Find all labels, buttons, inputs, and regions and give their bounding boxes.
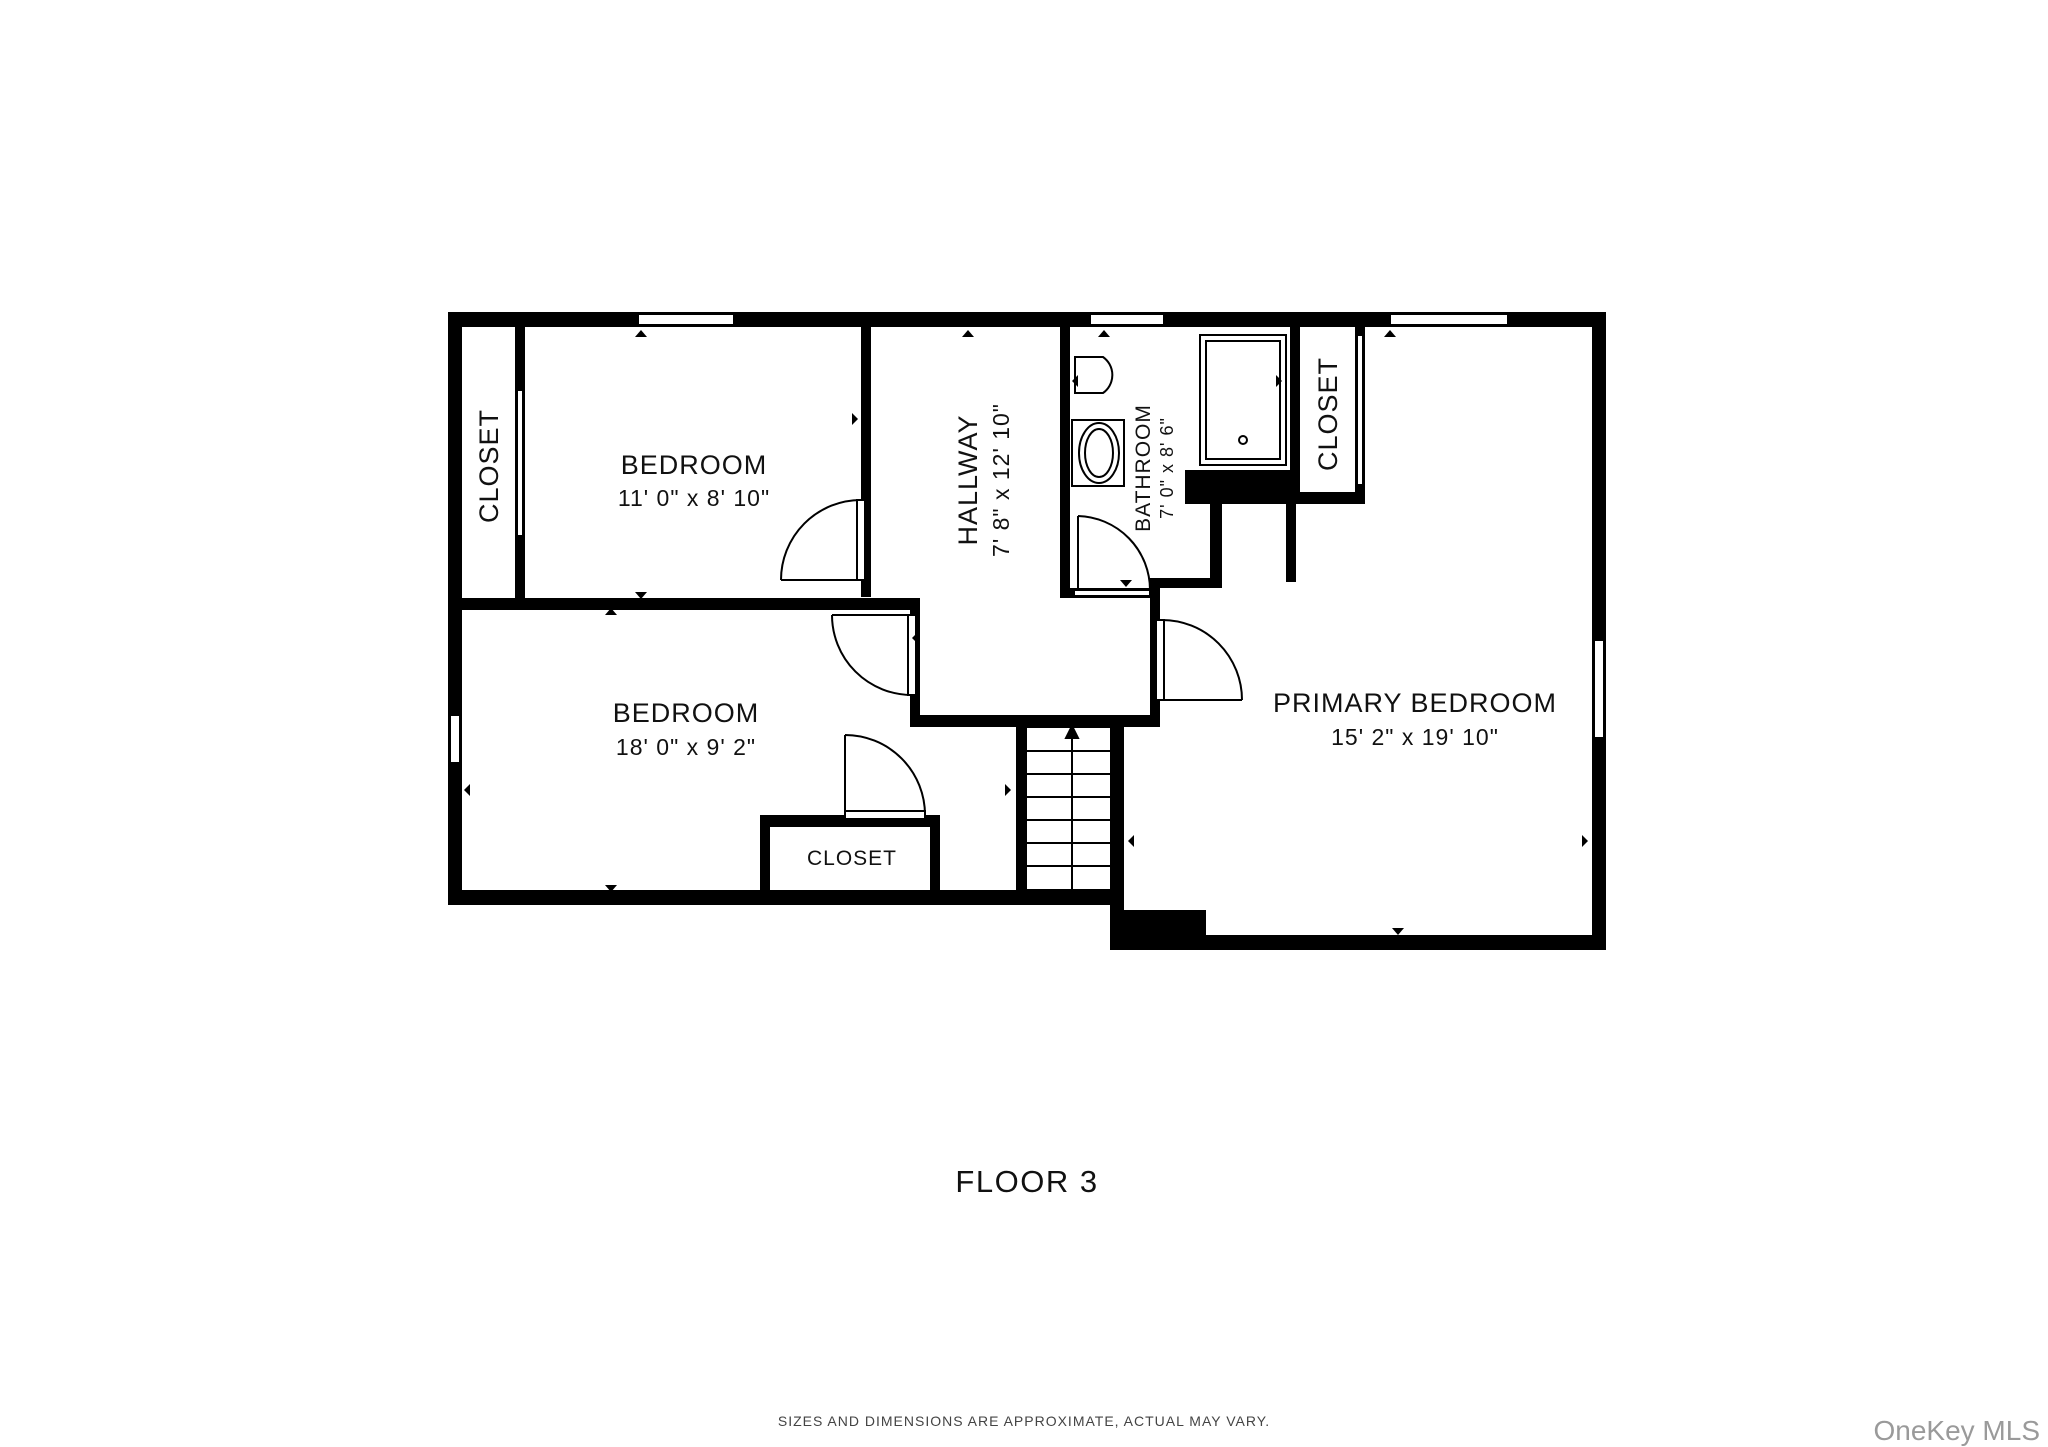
room-name-closet-left: CLOSET xyxy=(474,409,504,523)
door-swing xyxy=(831,614,913,696)
window xyxy=(449,714,461,764)
closet-slider xyxy=(1356,334,1364,486)
window xyxy=(1089,313,1165,326)
room-dims-hallway: 7' 8" x 12' 10" xyxy=(988,403,1014,557)
room-name-hallway: HALLWAY xyxy=(953,414,983,545)
fixtures xyxy=(1071,334,1287,487)
sink-icon xyxy=(1078,422,1120,484)
watermark-logo: OneKey MLS xyxy=(1873,1415,2040,1446)
room-name-closet-bottom: CLOSET xyxy=(807,847,897,870)
room-name-bathroom: BATHROOM xyxy=(1132,404,1155,532)
disclaimer-footnote: SIZES AND DIMENSIONS ARE APPROXIMATE, AC… xyxy=(778,1413,1270,1429)
door-swing xyxy=(844,734,926,816)
shower-icon xyxy=(1199,334,1287,466)
room-dims-bedroom-bottom: 18' 0" x 9' 2" xyxy=(616,734,756,760)
stairs xyxy=(1025,723,1119,891)
closet-slider xyxy=(516,389,524,537)
room-dims-primary-bedroom: 15' 2" x 19' 10" xyxy=(1331,724,1499,750)
door-swing xyxy=(1077,515,1151,591)
room-dims-bedroom-top: 11' 0" x 8' 10" xyxy=(618,485,770,511)
room-name-primary-bedroom: PRIMARY BEDROOM xyxy=(1273,688,1557,718)
room-name-bedroom-top: BEDROOM xyxy=(621,450,768,480)
room-name-bedroom-bottom: BEDROOM xyxy=(613,698,760,728)
room-labels: CLOSET BEDROOM 11' 0" x 8' 10" HALLWAY 7… xyxy=(474,357,1557,870)
window xyxy=(637,313,735,326)
door-swing xyxy=(780,499,862,581)
dimension-ticks xyxy=(464,330,1588,935)
room-dims-bathroom: 7' 0" x 8' 6" xyxy=(1157,417,1177,519)
windows xyxy=(449,313,1605,764)
walls xyxy=(448,312,1606,950)
window xyxy=(1389,313,1509,326)
door-swing xyxy=(1161,619,1243,701)
room-name-closet-bath: CLOSET xyxy=(1313,357,1343,471)
window xyxy=(1593,639,1605,739)
floor-label: FLOOR 3 xyxy=(955,1164,1098,1199)
toilet-icon xyxy=(1074,356,1114,394)
